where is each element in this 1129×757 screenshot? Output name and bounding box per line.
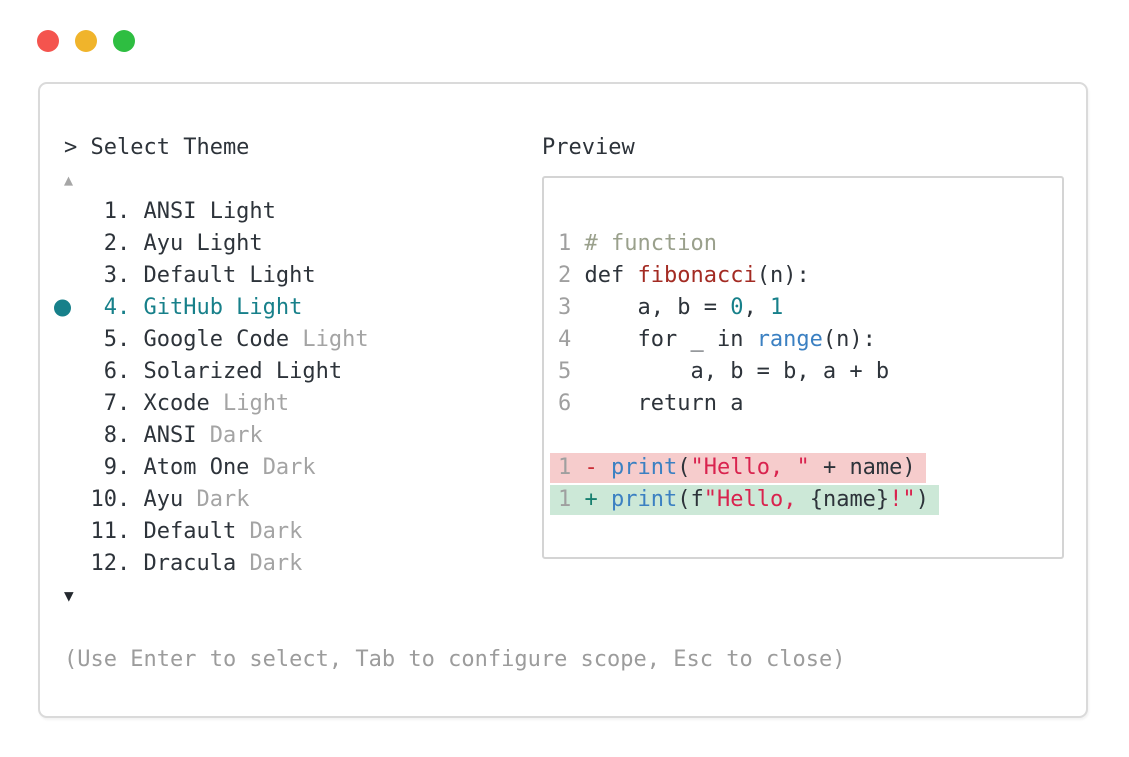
code-token: 2 bbox=[558, 263, 585, 288]
theme-picker-panel: > Select Theme ▲ 1. ANSI Light 2. Ayu Li… bbox=[38, 82, 1088, 718]
theme-item-label: 5. Google Code bbox=[64, 327, 303, 352]
theme-list-item[interactable]: 6. Solarized Light bbox=[64, 356, 845, 388]
scroll-up-icon[interactable]: ▲ bbox=[64, 171, 74, 189]
theme-list-item[interactable]: 1. ANSI Light bbox=[64, 196, 845, 228]
code-token: "Hello, " bbox=[690, 455, 810, 480]
theme-list-item[interactable]: 12. Dracula Dark bbox=[64, 548, 845, 580]
theme-list-item[interactable]: 11. Default Dark bbox=[64, 516, 845, 548]
spacer bbox=[64, 612, 845, 644]
code-token: 1 bbox=[558, 231, 585, 256]
code-token: (n): bbox=[822, 327, 876, 352]
theme-item-label: 10. Ayu bbox=[64, 487, 197, 512]
code-token: 4 bbox=[558, 327, 585, 352]
code-token: fibonacci bbox=[637, 263, 757, 288]
theme-list-column: > Select Theme ▲ 1. ANSI Light 2. Ayu Li… bbox=[54, 132, 846, 676]
code-token: 0 bbox=[730, 295, 744, 320]
theme-item-variant-label: Dark bbox=[209, 423, 263, 448]
code-line: 1 + print(f"Hello, {name}!") bbox=[550, 484, 1062, 516]
code-token: for _ in bbox=[584, 327, 757, 352]
code-token: print bbox=[611, 455, 678, 480]
theme-list-item[interactable]: 8. ANSI Dark bbox=[64, 420, 845, 452]
code-token: !" bbox=[889, 487, 916, 512]
code-token: 1 bbox=[769, 295, 784, 320]
code-token: return a bbox=[584, 391, 744, 416]
code-line: 6 return a bbox=[558, 388, 1062, 420]
theme-item-label: 7. Xcode bbox=[64, 391, 223, 416]
zoom-button[interactable] bbox=[113, 30, 135, 52]
code-token: 5 bbox=[558, 359, 585, 384]
theme-list-item[interactable]: 2. Ayu Light bbox=[64, 228, 845, 260]
picker-prompt: > Select Theme bbox=[64, 135, 250, 160]
theme-item-label: 6. Solarized Light bbox=[64, 359, 343, 384]
theme-list-item[interactable]: 7. Xcode Light bbox=[64, 388, 845, 420]
help-text: (Use Enter to select, Tab to configure s… bbox=[64, 647, 846, 672]
window-controls bbox=[37, 30, 135, 52]
code-token: 6 bbox=[558, 391, 585, 416]
code-token: , bbox=[743, 295, 770, 320]
scroll-down-icon[interactable]: ▼ bbox=[64, 586, 74, 605]
diff-line-added: 1 + print(f"Hello, {name}!") bbox=[550, 485, 939, 515]
close-button[interactable] bbox=[37, 30, 59, 52]
code-token: # function bbox=[584, 231, 717, 256]
code-line: 1 # function bbox=[558, 228, 1062, 260]
code-line bbox=[558, 420, 1062, 452]
theme-list-item[interactable]: 5. Google Code Light bbox=[64, 324, 845, 356]
theme-item-label: 2. Ayu Light bbox=[64, 231, 263, 256]
theme-item-label: 3. Default Light bbox=[64, 263, 316, 288]
code-token: 1 bbox=[558, 455, 585, 480]
code-line: 4 for _ in range(n): bbox=[558, 324, 1062, 356]
theme-item-variant-label: Light bbox=[302, 327, 369, 352]
code-token: print bbox=[611, 487, 678, 512]
theme-list: 1. ANSI Light 2. Ayu Light 3. Default Li… bbox=[54, 196, 845, 580]
theme-list-item[interactable]: 10. Ayu Dark bbox=[64, 484, 845, 516]
code-token: + bbox=[584, 487, 611, 512]
theme-item-label: 8. ANSI bbox=[64, 423, 210, 448]
selected-item-dot-icon bbox=[54, 299, 71, 317]
theme-list-item[interactable]: 4. GitHub Light bbox=[54, 292, 845, 324]
code-line: 1 - print("Hello, " + name) bbox=[550, 452, 1062, 484]
theme-item-label: 12. Dracula bbox=[64, 551, 250, 576]
theme-item-variant-label: Dark bbox=[196, 487, 250, 512]
code-token: {name} bbox=[809, 487, 890, 512]
theme-item-label: 4. GitHub Light bbox=[64, 295, 303, 320]
theme-item-label: 9. Atom One bbox=[64, 455, 263, 480]
code-token: a, b = b, a + b bbox=[584, 359, 890, 384]
code-token: (f bbox=[677, 487, 704, 512]
diff-line-removed: 1 - print("Hello, " + name) bbox=[550, 453, 926, 483]
theme-item-label: 1. ANSI Light bbox=[64, 199, 276, 224]
preview-title: Preview bbox=[542, 135, 635, 160]
theme-item-variant-label: Dark bbox=[249, 551, 303, 576]
theme-list-item[interactable]: 9. Atom One Dark bbox=[64, 452, 845, 484]
code-token: + name) bbox=[809, 455, 916, 480]
code-token: "Hello, bbox=[703, 487, 810, 512]
code-token: a, b = bbox=[584, 295, 731, 320]
theme-list-item[interactable]: 3. Default Light bbox=[64, 260, 845, 292]
theme-item-variant-label: Dark bbox=[249, 519, 303, 544]
minimize-button[interactable] bbox=[75, 30, 97, 52]
code-token: 3 bbox=[558, 295, 585, 320]
code-line: 2 def fibonacci(n): bbox=[558, 260, 1062, 292]
code-token: (n): bbox=[756, 263, 810, 288]
code-token: range bbox=[756, 327, 823, 352]
code-token: def bbox=[584, 263, 638, 288]
code-token: ( bbox=[677, 455, 691, 480]
code-token: - bbox=[584, 455, 611, 480]
code-line: 3 a, b = 0, 1 bbox=[558, 292, 1062, 324]
theme-item-variant-label: Dark bbox=[262, 455, 316, 480]
code-line: 5 a, b = b, a + b bbox=[558, 356, 1062, 388]
theme-item-label: 11. Default bbox=[64, 519, 250, 544]
code-token: ) bbox=[915, 487, 929, 512]
code-token: 1 bbox=[558, 487, 585, 512]
theme-item-variant-label: Light bbox=[222, 391, 290, 416]
